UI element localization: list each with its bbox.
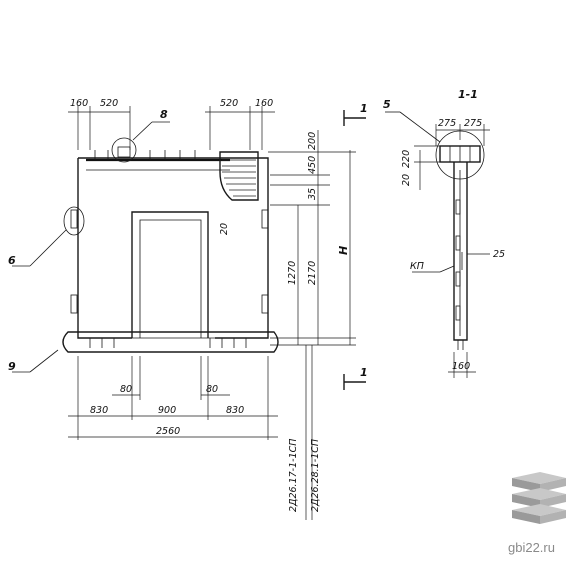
watermark-text: gbi22.ru [508, 540, 555, 555]
section-1-1 [385, 111, 490, 378]
section-marker-bottom: 1 [360, 366, 368, 379]
dim-top-left-b: 520 [100, 98, 118, 109]
dim-bottom-left: 830 [90, 405, 108, 416]
dim-v-1270: 1270 [287, 261, 298, 285]
panel-elevation [62, 137, 279, 353]
callout-6: 6 [8, 254, 16, 267]
dim-overall: 2560 [156, 426, 180, 437]
dim-top-right-b: 160 [255, 98, 273, 109]
dim-v-200: 200 [307, 132, 318, 150]
bottom-dimensions [68, 356, 278, 440]
section-dim-left-b: 220 [401, 150, 412, 168]
dim-top-left-a: 160 [70, 98, 88, 109]
dim-bottom-mid: 900 [158, 405, 176, 416]
section-dim-left-a: 20 [401, 174, 412, 186]
callout-5: 5 [383, 98, 391, 111]
gbi22-logo-icon [512, 472, 566, 524]
dim-bottom-right: 830 [226, 405, 244, 416]
dim-gap-left: 80 [120, 384, 132, 395]
callout-leaders [12, 121, 170, 373]
dim-top-right-a: 520 [220, 98, 238, 109]
section-dim-top-a: 275 [438, 118, 456, 129]
section-title: 1-1 [458, 88, 478, 101]
dim-inner-20: 20 [219, 223, 230, 235]
mark-2: 2Д26.28.1-1СП [310, 439, 321, 512]
top-dimensions [68, 106, 275, 150]
callout-8: 8 [160, 108, 168, 121]
dim-v-H: H [337, 246, 350, 255]
section-dim-top-b: 275 [464, 118, 482, 129]
section-marker-top: 1 [360, 102, 368, 115]
dim-v-35: 35 [307, 188, 318, 200]
section-cut-markers [343, 110, 366, 390]
callout-25: 25 [493, 249, 505, 260]
callout-9: 9 [8, 360, 16, 373]
dim-v-450: 450 [307, 156, 318, 174]
section-dim-bottom: 160 [452, 361, 470, 372]
callout-kp: КП [410, 261, 424, 272]
mark-1: 2Д26.17-1-1СП [288, 439, 299, 512]
dim-v-2170: 2170 [307, 261, 318, 285]
vertical-dimensions [268, 130, 356, 520]
dim-gap-right: 80 [206, 384, 218, 395]
